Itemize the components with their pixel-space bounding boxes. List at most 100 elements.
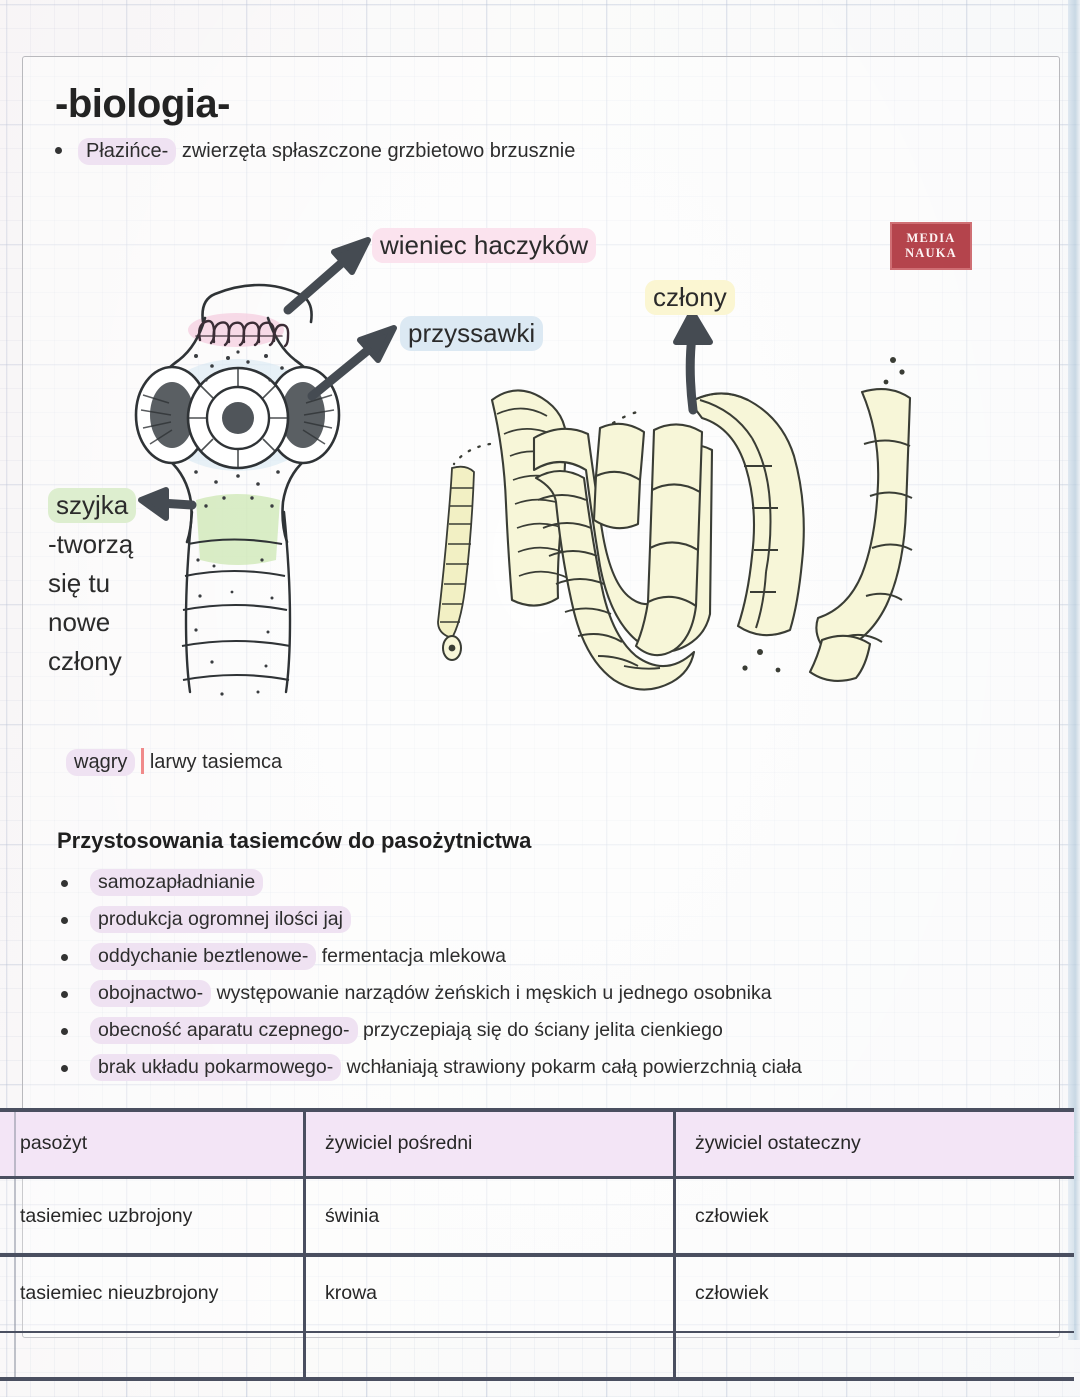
label-szyjka-line4: nowe (48, 607, 111, 637)
list-item-highlight: brak układu pokarmowego- (90, 1054, 342, 1081)
label-przyssawki-text: przyssawki (400, 316, 544, 351)
table-column-divider-1 (303, 1179, 306, 1253)
bullet-dot-icon (61, 917, 68, 924)
table-column-divider-2 (673, 1179, 676, 1253)
table-margin-line (14, 1179, 16, 1253)
bullet-dot-icon (61, 954, 68, 961)
table-cell: człowiek (695, 1204, 769, 1227)
table-cell: człowiek (695, 1282, 769, 1304)
rostellum-outline (201, 283, 313, 324)
sucker-center (186, 366, 290, 470)
label-szyjka-line5: człony (48, 646, 122, 676)
table-header-cell: żywiciel ostateczny (695, 1132, 861, 1154)
list-item-content: brak układu pokarmowego- wchłaniają stra… (90, 1053, 802, 1081)
media-nauka-line2: NAUKA (905, 246, 957, 260)
table-header-row: pasożyt żywiciel pośredni żywiciel ostat… (0, 1111, 1074, 1176)
list-item-content: samozapładnianie (90, 868, 264, 896)
neck-and-strobila (181, 510, 292, 696)
lead-bullet-highlight: Płazińce- (78, 138, 177, 165)
list-item-highlight: obecność aparatu czepnego- (90, 1017, 358, 1044)
bullet-dot-icon (55, 147, 62, 154)
table-rule-bottom (0, 1377, 1074, 1381)
table-header-cell: pasożyt (20, 1132, 88, 1154)
lead-bullet-row: Płazińce- zwierzęta spłaszczone grzbieto… (55, 138, 955, 165)
list-item-highlight: oddychanie beztlenowe- (90, 943, 317, 970)
table-column-divider-2 (673, 1333, 676, 1378)
bullet-dot-icon (61, 991, 68, 998)
list-item: brak układu pokarmowego- wchłaniają stra… (57, 1053, 1017, 1090)
list-item-highlight: produkcja ogromnej ilości jaj (90, 906, 351, 933)
list-item-highlight: samozapładnianie (90, 869, 264, 896)
list-item: produkcja ogromnej ilości jaj (57, 905, 1017, 942)
list-item-rest: przyczepiają się do ściany jelita cienki… (362, 1019, 723, 1041)
table-margin-line (14, 1333, 16, 1378)
list-item: obecność aparatu czepnego- przyczepiają … (57, 1016, 1017, 1053)
list-item-rest: występowanie narządów żeńskich i męskich… (216, 982, 772, 1004)
label-czlony: człony (645, 280, 735, 315)
table-rule-1 (0, 1175, 1074, 1179)
caption-wagry-rest: larwy tasiemca (149, 751, 283, 773)
label-wieniec-haczykow: wieniec haczyków (372, 228, 597, 263)
media-nauka-line1: MEDIA (906, 231, 956, 245)
list-item-rest: wchłaniają strawiony pokarm całą powierz… (346, 1056, 802, 1078)
neck-green-wash (196, 494, 280, 565)
label-czlony-text: człony (645, 280, 735, 315)
list-item-content: oddychanie beztlenowe- fermentacja mleko… (90, 942, 506, 970)
hook-crown (195, 319, 290, 348)
label-szyjka-line3: się tu (48, 568, 111, 598)
table-column-divider-1 (303, 1111, 306, 1176)
table-rule-top (0, 1108, 1074, 1112)
strobila-chain-right-arc (688, 392, 805, 637)
label-wieniec-text: wieniec haczyków (372, 228, 597, 263)
list-item: oddychanie beztlenowe- fermentacja mleko… (57, 942, 1017, 979)
list-item: obojnactwo- występowanie narządów żeński… (57, 979, 1017, 1016)
strobila-chain-right (742, 357, 913, 682)
text-cursor-icon (141, 748, 144, 774)
table-margin-line (14, 1111, 16, 1176)
bullet-dot-icon (61, 1028, 68, 1035)
list-item-content: obecność aparatu czepnego- przyczepiają … (90, 1016, 723, 1044)
scan-edge-strip (1068, 0, 1080, 1340)
adaptations-list: samozapładnianie produkcja ogromnej iloś… (57, 868, 1017, 1090)
table-header-cell: żywiciel pośredni (325, 1132, 473, 1154)
label-szyjka-text: szyjka (48, 488, 137, 523)
arrow-to-segments (673, 309, 713, 415)
table-rule-3 (0, 1330, 1074, 1334)
table-cell: tasiemiec uzbrojony (20, 1204, 193, 1227)
table-rule-2 (0, 1253, 1074, 1257)
table-margin-line (14, 1256, 16, 1331)
dotted-link-1 (452, 442, 492, 466)
label-szyjka-line2: -tworzą (48, 529, 134, 559)
bullet-dot-icon (61, 1065, 68, 1072)
strobila-chain-middle (532, 408, 714, 691)
label-przyssawki: przyssawki (400, 316, 544, 351)
lead-bullet-text: zwierzęta spłaszczone grzbietowo brzuszn… (181, 140, 576, 162)
table-cell: tasiemiec nieuzbrojony (20, 1282, 219, 1304)
bullet-dot-icon (61, 880, 68, 887)
list-item: samozapładnianie (57, 868, 1017, 905)
list-item-highlight: obojnactwo- (90, 980, 212, 1007)
table-row: tasiemiec nieuzbrojony krowa człowiek (0, 1256, 1074, 1331)
page-title: -biologia- (55, 82, 230, 126)
table-column-divider-2 (673, 1256, 676, 1331)
arrow-to-hooks (283, 237, 371, 315)
table-column-divider-1 (303, 1256, 306, 1331)
section-heading-adaptations: Przystosowania tasiemców do pasożytnictw… (57, 828, 532, 853)
table-cell: świnia (325, 1204, 380, 1227)
table-column-divider-2 (673, 1111, 676, 1176)
list-item-content: obojnactwo- występowanie narządów żeński… (90, 979, 772, 1007)
hosts-table: pasożyt żywiciel pośredni żywiciel ostat… (0, 1108, 1074, 1381)
list-item-rest: fermentacja mlekowa (321, 945, 506, 967)
table-row: tasiemiec uzbrojony świnia człowiek (0, 1179, 1074, 1253)
list-item-content: produkcja ogromnej ilości jaj (90, 905, 351, 933)
table-column-divider-1 (303, 1333, 306, 1378)
label-szyjka-block: szyjka -tworzą się tu nowe człony (48, 486, 183, 681)
head-stippling (194, 350, 284, 508)
arrow-to-suckers (307, 325, 397, 401)
table-cell: krowa (325, 1282, 378, 1304)
dotted-link-3 (742, 357, 905, 673)
media-nauka-logo: MEDIA NAUKA (890, 222, 972, 270)
table-row-partial (0, 1333, 1074, 1378)
